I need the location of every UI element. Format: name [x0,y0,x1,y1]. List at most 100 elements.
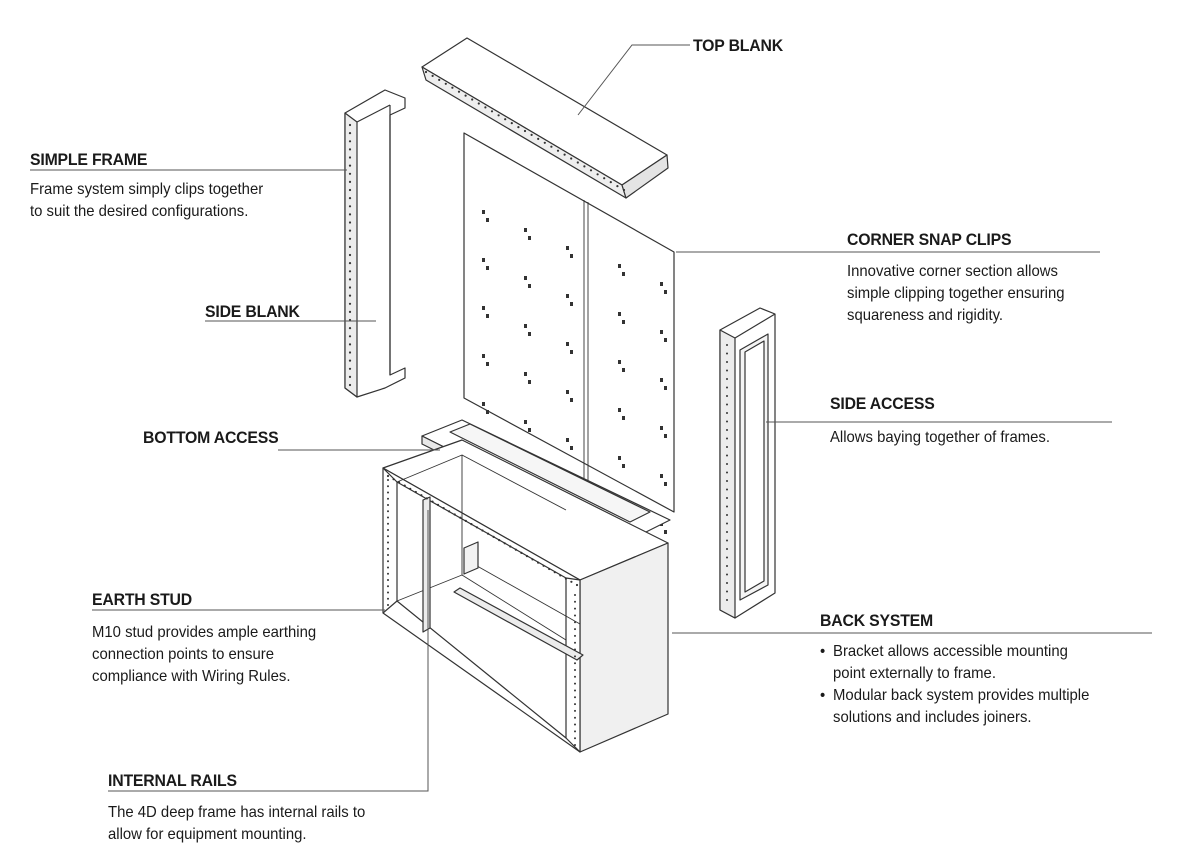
mounting-hole [726,386,728,389]
back-system-title: BACK SYSTEM [820,611,934,630]
mounting-hole [574,737,576,740]
mounting-hole [726,395,728,397]
mounting-hole [726,429,728,431]
mounting-hole [414,490,417,494]
mounting-hole [726,582,728,584]
mounting-hole [726,531,728,533]
corner-snap-clips-title: CORNER SNAP CLIPS [847,230,1012,249]
panel-slot [524,324,527,328]
simple-frame-title: SIMPLE FRAME [30,150,148,169]
mounting-hole [425,497,428,500]
mounting-hole [459,516,462,519]
leader-internal-rails [108,510,429,792]
mounting-hole [574,730,576,733]
mounting-hole [348,327,352,330]
side-blank-title: SIDE BLANK [205,302,300,321]
panel-slot [528,284,531,288]
mounting-hole [726,471,728,474]
mounting-hole [726,369,728,372]
panel-slot [528,236,531,240]
mounting-hole [348,343,352,346]
mounting-hole [348,270,352,273]
mounting-hole [574,655,576,658]
mounting-hole [387,604,389,606]
mounting-hole [448,510,451,513]
panel-slot [486,410,489,414]
mounting-hole [464,519,467,523]
corner-snap-clips-description: Innovative corner section allows simple … [847,261,1065,327]
panel-slot [486,266,489,270]
mounting-hole [726,556,728,559]
mounting-hole [726,420,728,423]
panel-slot [566,342,569,346]
internal-rails-description: The 4D deep frame has internal rails to … [108,802,365,846]
panel-slot [664,386,667,390]
mounting-hole [348,278,352,281]
panel-slot [566,294,569,298]
mounting-hole [556,149,560,152]
mounting-hole [570,157,573,160]
panel-slot [486,314,489,318]
mounting-hole [726,497,728,499]
mounting-hole [726,548,728,550]
back-system-bullet-line: Bracket allows accessible mounting [833,643,1068,660]
mounting-hole [477,102,480,105]
mounting-hole [348,245,352,248]
panel-slot [524,228,527,232]
mounting-hole [726,599,728,601]
earth-stud-line: compliance with Wiring Rules. [92,668,291,685]
internal-rails-title: INTERNAL RAILS [108,771,237,790]
panel-slot [622,416,625,420]
mounting-hole [451,86,454,89]
mounting-hole [550,145,553,148]
mounting-hole [348,229,352,232]
mounting-hole [726,573,728,576]
mounting-hole [574,594,576,596]
panel-slot [618,408,621,412]
mounting-hole [574,669,576,671]
mounting-hole [387,485,389,488]
bottom-access-title: BOTTOM ACCESS [143,428,279,447]
earth-stud-line: M10 stud provides ample earthing [92,624,317,641]
mounting-hole [348,164,352,167]
mounting-hole [583,165,586,168]
side-blank-part [344,89,406,398]
mounting-hole [726,539,728,542]
mounting-hole [386,474,390,478]
mounting-hole [387,479,389,481]
panel-slot [528,332,531,336]
mounting-hole [504,118,507,121]
panel-slot [528,380,531,384]
side-access-description: Allows baying together of frames. [830,429,1051,446]
mounting-hole [348,172,352,175]
mounting-hole [387,591,389,594]
corner-snap-clips-line: squareness and rigidity. [847,307,1004,324]
mounting-hole [348,367,352,370]
side-access-title: SIDE ACCESS [830,394,935,413]
panel-slot [524,276,527,280]
panel-slot [566,390,569,394]
top-blank-part [421,37,669,199]
mounting-hole [531,558,534,561]
mounting-hole [487,532,490,535]
mounting-hole [470,523,473,526]
earth-stud-description: M10 stud provides ample earthing connect… [92,622,316,688]
mounting-hole [574,689,576,692]
mounting-hole [517,126,520,129]
panel-slot [622,272,625,276]
mounting-hole [420,494,423,497]
mounting-hole [387,585,389,588]
panel-slot [524,372,527,376]
panel-slot [660,282,663,286]
mounting-hole [570,580,573,583]
corner-snap-clips-line: Innovative corner section allows [847,263,1058,280]
mounting-hole [574,723,576,726]
mounting-hole [616,185,619,188]
mounting-hole [436,503,440,506]
earth-stud-title: EARTH STUD [92,590,193,609]
mounting-hole [726,590,728,593]
mounting-hole [387,566,389,569]
mounting-hole [574,744,576,746]
mounting-hole [387,560,389,563]
